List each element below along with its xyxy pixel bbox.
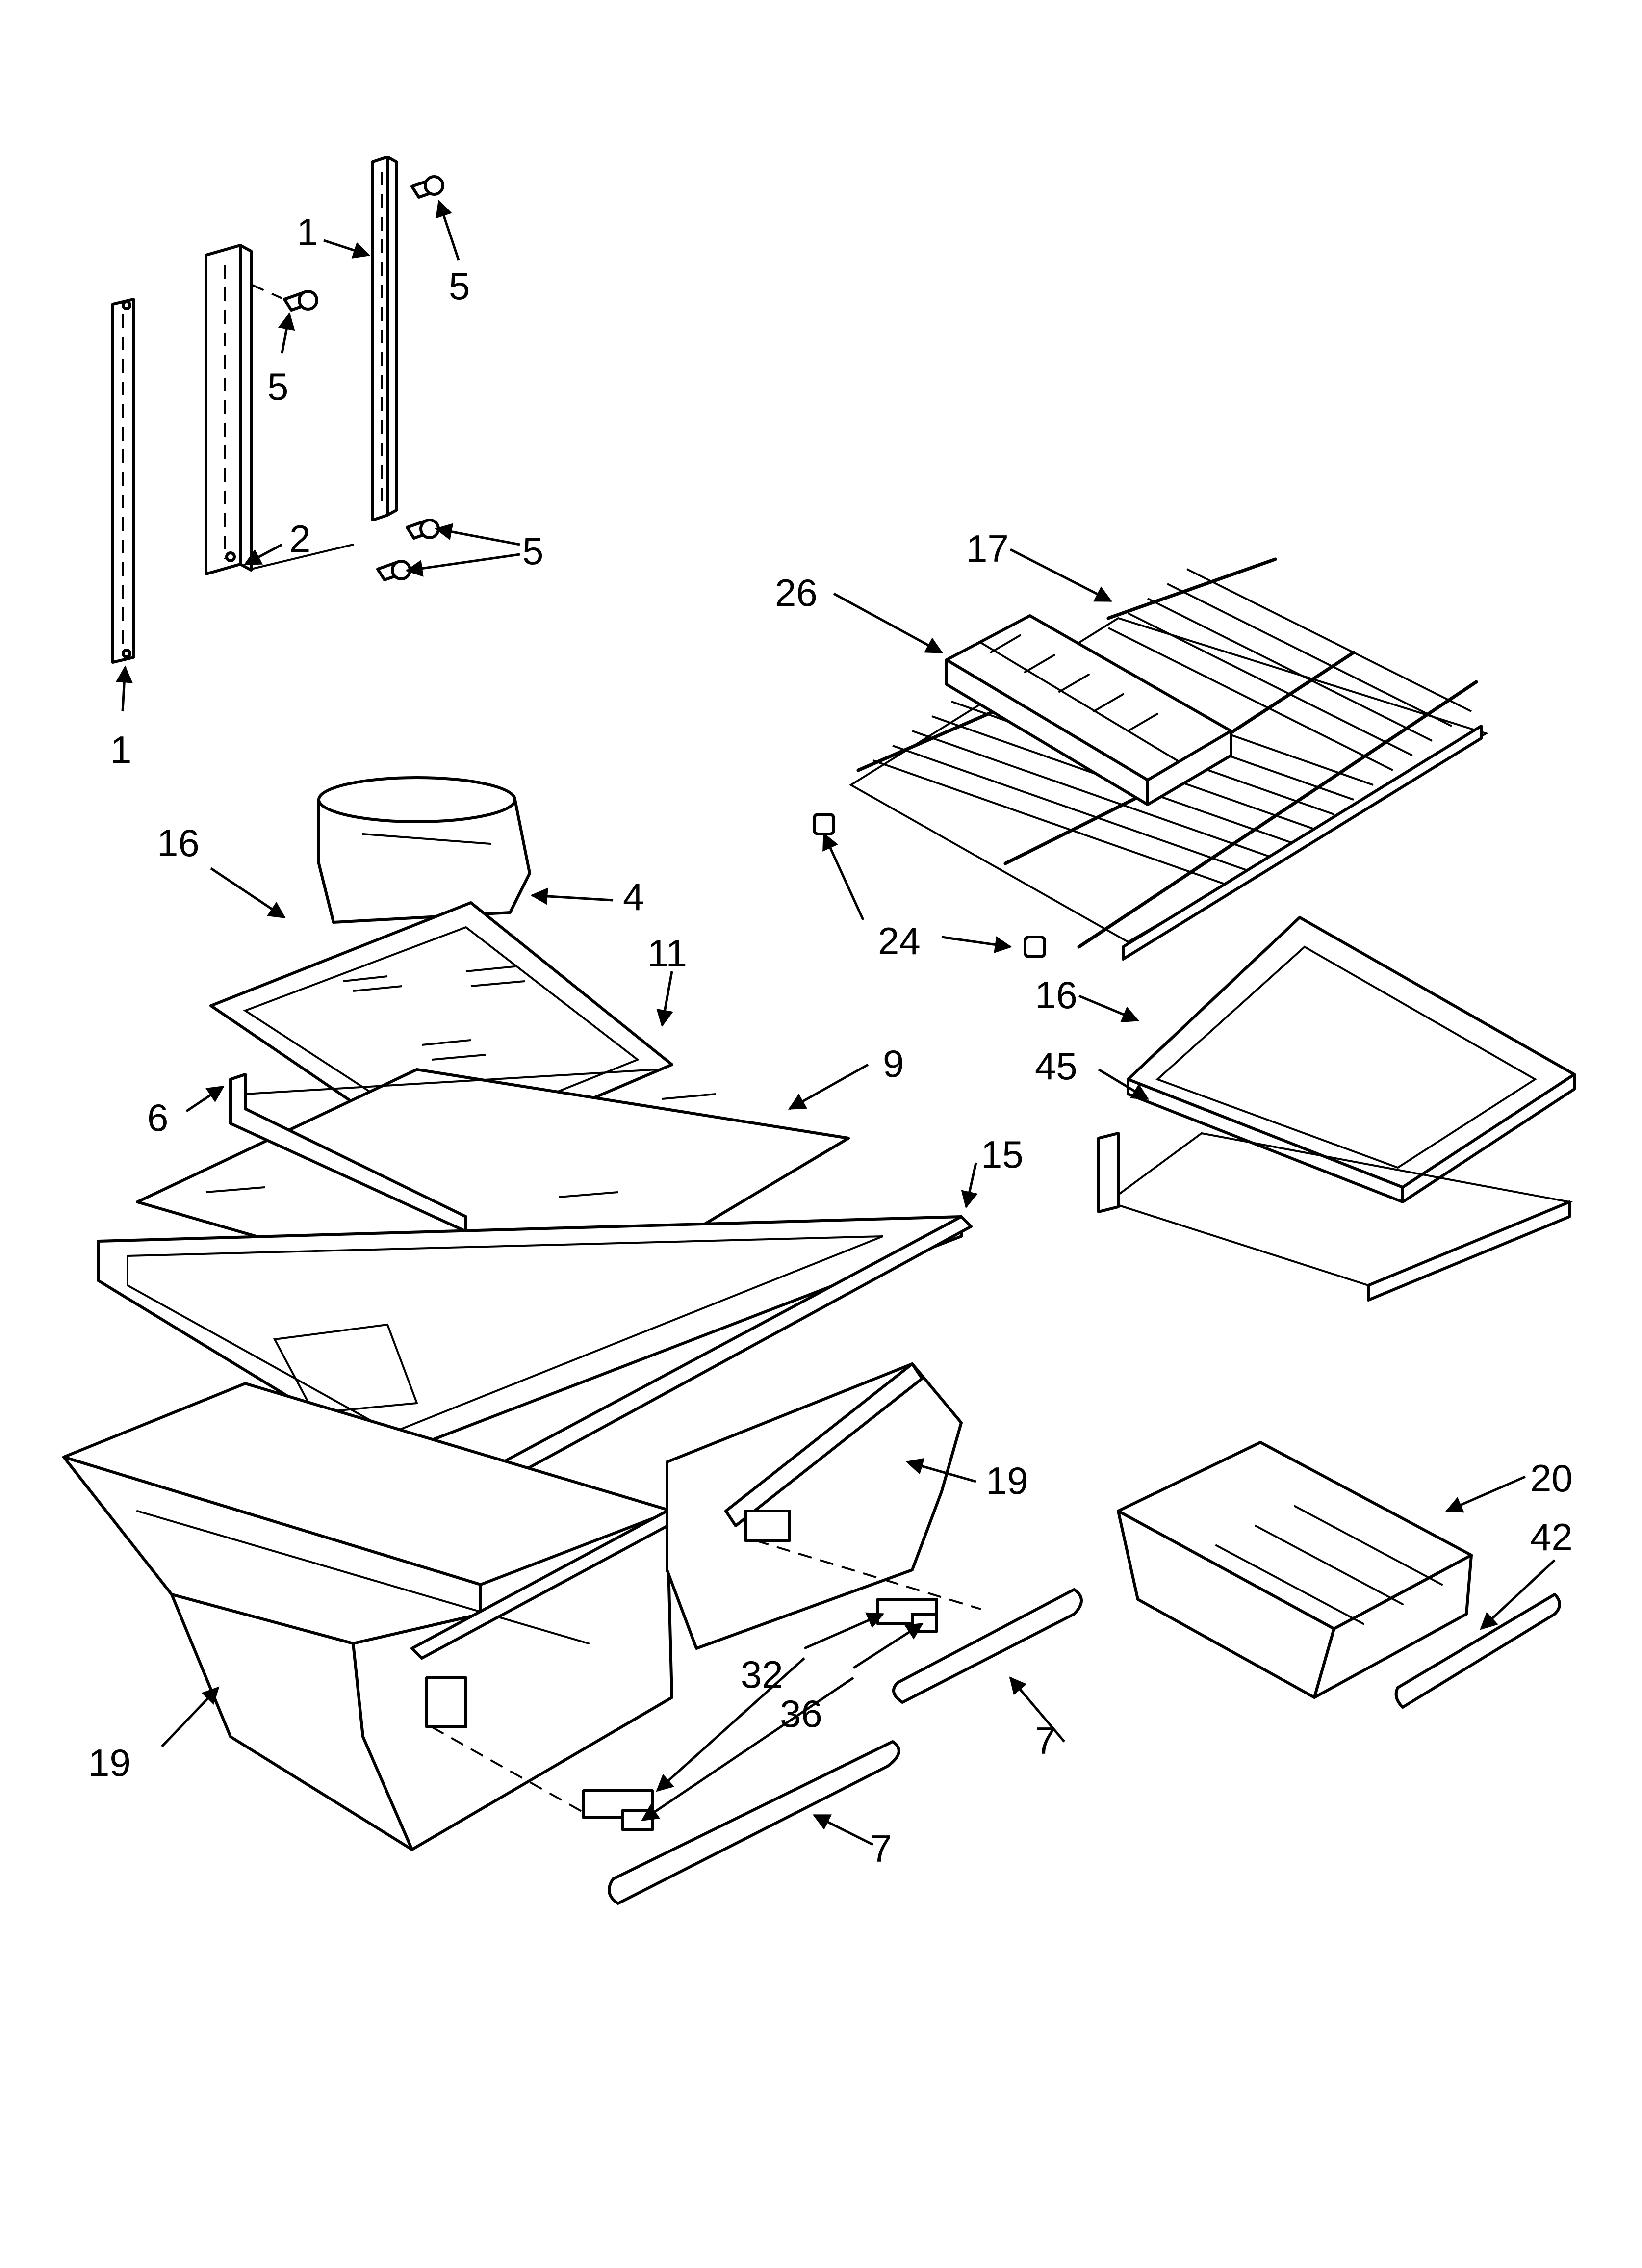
ladder-rail-right <box>371 156 398 521</box>
shelf-end-cap <box>813 813 1046 958</box>
screw-icon <box>410 175 444 199</box>
callout-label: 5 <box>267 365 288 408</box>
screw-icon <box>251 284 318 312</box>
callout-label: 2 <box>289 517 310 560</box>
callout-leaders <box>115 199 1556 1846</box>
shelf-frame <box>1097 1132 1573 1302</box>
callout-label: 11 <box>647 932 687 975</box>
glass-shelf <box>1127 916 1576 1203</box>
callout-label: 32 <box>741 1653 783 1696</box>
drawer-latch <box>582 1598 938 1831</box>
ladder-rail-center <box>205 244 354 575</box>
callout-label: 16 <box>1035 973 1078 1017</box>
storage-bin <box>317 776 531 924</box>
crisper-drawer-left <box>62 1382 678 1851</box>
callout-label: 1 <box>297 210 318 254</box>
callout-label: 15 <box>981 1133 1024 1176</box>
callout-label: 19 <box>986 1459 1028 1502</box>
callout-labels: 1 5 5 2 5 1 17 26 16 4 11 24 16 45 6 9 1… <box>88 210 1573 1870</box>
callout-label: 42 <box>1530 1515 1573 1559</box>
callout-label: 20 <box>1530 1457 1573 1500</box>
callout-label: 24 <box>878 919 921 963</box>
screw-icon <box>376 560 411 581</box>
wire-shelf <box>849 557 1488 961</box>
callout-label: 7 <box>871 1827 892 1870</box>
callout-label: 5 <box>449 264 470 308</box>
callout-label: 7 <box>1035 1719 1056 1762</box>
callout-label: 45 <box>1035 1044 1078 1088</box>
screw-icon <box>406 519 440 540</box>
crisper-drawer-right <box>666 1362 981 1650</box>
ice-cube-tray <box>945 614 1232 806</box>
callout-label: 4 <box>623 875 644 918</box>
callout-label: 19 <box>88 1741 131 1784</box>
ladder-rail-left <box>111 298 135 664</box>
callout-label: 17 <box>966 527 1009 570</box>
callout-label: 5 <box>522 529 543 573</box>
callout-label: 16 <box>157 821 200 864</box>
callout-label: 6 <box>147 1096 168 1139</box>
meat-pan <box>1117 1441 1473 1699</box>
callout-label: 26 <box>775 571 818 614</box>
callout-label: 1 <box>110 728 131 771</box>
drawer-slide-trim <box>608 1588 1083 1905</box>
cover-support <box>229 1069 658 1233</box>
callout-label: 36 <box>780 1692 822 1735</box>
pan-trim <box>1394 1593 1561 1709</box>
callout-label: 9 <box>883 1042 904 1085</box>
